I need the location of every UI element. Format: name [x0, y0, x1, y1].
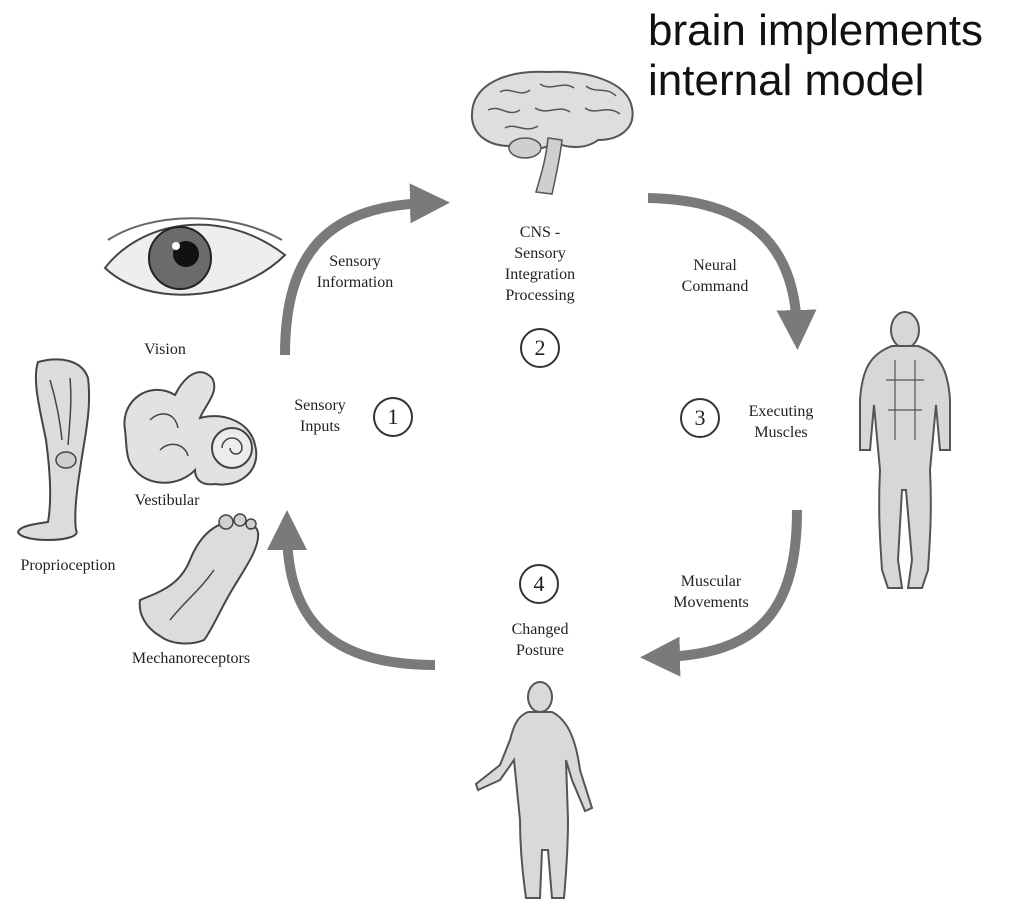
muscular-movements-label: Muscular Movements: [656, 571, 766, 613]
stage-4-number: 4: [519, 564, 559, 604]
mechanoreceptors-label: Mechanoreceptors: [106, 648, 276, 669]
changed-posture-label: Changed Posture: [495, 619, 585, 661]
stage-1-number: 1: [373, 397, 413, 437]
vision-label: Vision: [120, 339, 210, 360]
headline: brain implements internal model: [648, 6, 983, 106]
cns-label: CNS - Sensory Integration Processing: [480, 222, 600, 306]
executing-muscles-label: Executing Muscles: [736, 401, 826, 443]
stage-2-number: 2: [520, 328, 560, 368]
sensory-information-label: Sensory Information: [300, 251, 410, 293]
foot-icon: [140, 514, 258, 643]
muscle-figure-icon: [860, 312, 950, 588]
sensory-inputs-label: Sensory Inputs: [280, 395, 360, 437]
standing-figure-icon: [476, 682, 592, 898]
headline-line-2: internal model: [648, 56, 983, 106]
vestibular-label: Vestibular: [112, 490, 222, 511]
arrow-feedback-to-sensory: [287, 530, 435, 665]
eye-icon: [105, 218, 285, 294]
neural-command-label: Neural Command: [668, 255, 762, 297]
stage-3-number: 3: [680, 398, 720, 438]
brain-icon: [472, 72, 633, 194]
leg-icon: [18, 359, 89, 540]
headline-line-1: brain implements: [648, 6, 983, 56]
inner-ear-icon: [124, 372, 256, 484]
proprioception-label: Proprioception: [0, 555, 136, 576]
